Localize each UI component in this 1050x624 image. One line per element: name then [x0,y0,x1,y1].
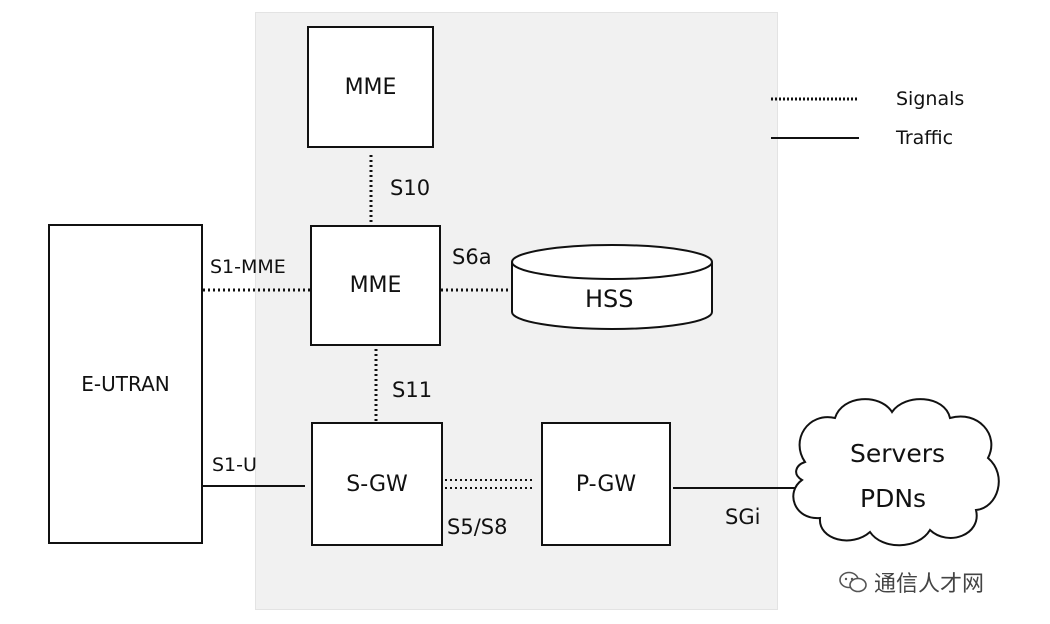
mme-top-label: MME [344,74,397,100]
legend-traffic-text: Traffic [896,127,954,149]
watermark-text: 通信人才网 [874,572,985,597]
mme-node: MME [310,225,441,346]
s5-s8-label: S5/S8 [447,515,508,539]
pgw-node: P-GW [541,422,671,546]
pdn-cloud-shape [792,398,1000,547]
cloud-servers-label: Servers [850,439,946,468]
s6a-label: S6a [452,245,492,269]
hss-cylinder [511,244,713,330]
mme-label: MME [349,273,402,298]
s1-mme-label: S1-MME [210,256,286,278]
sgi-label: SGi [725,505,761,529]
hss-label: HSS [585,285,634,313]
pgw-label: P-GW [575,471,637,497]
eutran-node: E-UTRAN [48,224,203,544]
sgw-node: S-GW [311,422,443,546]
cloud-pdns-label: PDNs [860,484,927,513]
mme-top-node: MME [307,26,434,148]
eutran-label: E-UTRAN [81,372,170,396]
legend-signals-text: Signals [896,88,965,110]
s1-u-label: S1-U [212,454,257,476]
s11-label: S11 [392,378,433,402]
watermark: 通信人才网 [838,566,984,598]
s10-label: S10 [390,176,431,200]
wechat-icon [839,571,867,593]
sgw-label: S-GW [346,471,408,497]
